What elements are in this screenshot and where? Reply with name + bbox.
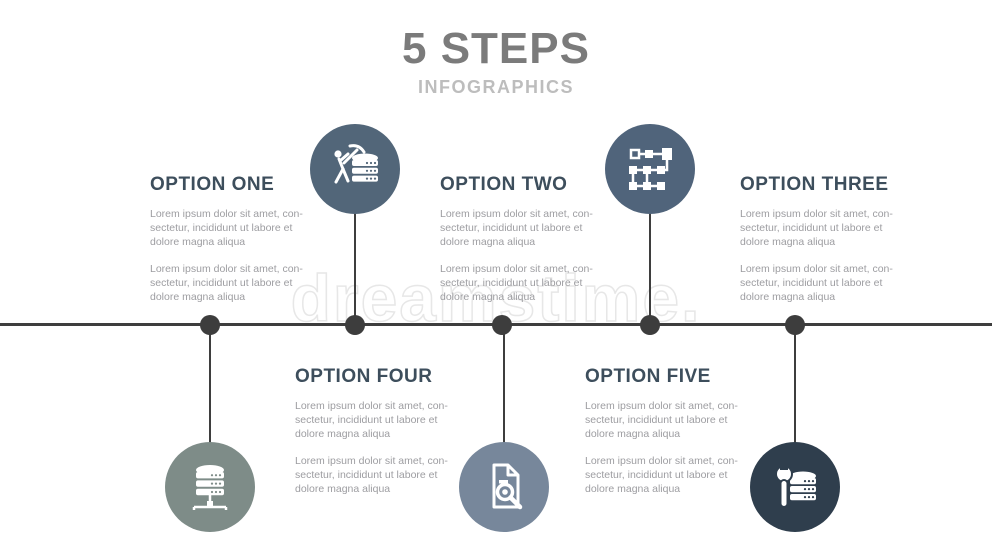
step-circle-4 — [459, 442, 549, 532]
connector-line — [209, 325, 211, 443]
database-maintenance-icon — [775, 462, 816, 508]
step-two-title: OPTION TWO — [440, 174, 568, 195]
step-four-paragraph-2: Lorem ipsum dolor sit amet, con- sectetu… — [295, 455, 448, 495]
step-block-two: OPTION TWO Lorem ipsum dolor sit amet, c… — [440, 174, 610, 317]
step-block-three: OPTION THREE Lorem ipsum dolor sit amet,… — [740, 174, 910, 317]
title-block: 5 STEPS INFOGRAPHICS — [0, 24, 992, 98]
page-title: 5 STEPS — [402, 24, 590, 73]
step-five-title: OPTION FIVE — [585, 366, 711, 387]
step-three-paragraph-2: Lorem ipsum dolor sit amet, con- sectetu… — [740, 263, 893, 303]
step-three-paragraph-1: Lorem ipsum dolor sit amet, con- sectetu… — [740, 208, 893, 248]
document-search-icon — [492, 463, 523, 510]
step-five-paragraph-2: Lorem ipsum dolor sit amet, con- sectetu… — [585, 455, 738, 495]
page-subtitle: INFOGRAPHICS — [417, 77, 574, 97]
step-block-five: OPTION FIVE Lorem ipsum dolor sit amet, … — [585, 366, 755, 509]
step-circle-5 — [750, 442, 840, 532]
step-circle-1 — [310, 124, 400, 214]
timeline-dot — [345, 315, 365, 335]
step-one-paragraph-1: Lorem ipsum dolor sit amet, con- sectetu… — [150, 208, 303, 248]
timeline-dot — [640, 315, 660, 335]
connector-line — [649, 212, 651, 325]
database-network-icon — [192, 465, 228, 510]
timeline-dot — [492, 315, 512, 335]
timeline-dot — [200, 315, 220, 335]
step-four-title: OPTION FOUR — [295, 366, 433, 387]
step-one-title: OPTION ONE — [150, 174, 275, 195]
step-block-four: OPTION FOUR Lorem ipsum dolor sit amet, … — [295, 366, 465, 509]
step-block-one: OPTION ONE Lorem ipsum dolor sit amet, c… — [150, 174, 320, 317]
connector-line — [354, 212, 356, 325]
structured-data-icon — [629, 148, 672, 190]
step-four-paragraph-1: Lorem ipsum dolor sit amet, con- sectetu… — [295, 400, 448, 440]
data-mining-icon — [334, 144, 378, 184]
step-circle-2 — [605, 124, 695, 214]
connector-line — [503, 325, 505, 443]
step-two-paragraph-2: Lorem ipsum dolor sit amet, con- sectetu… — [440, 263, 593, 303]
timeline-dot — [785, 315, 805, 335]
step-five-paragraph-1: Lorem ipsum dolor sit amet, con- sectetu… — [585, 400, 738, 440]
step-two-paragraph-1: Lorem ipsum dolor sit amet, con- sectetu… — [440, 208, 593, 248]
step-one-paragraph-2: Lorem ipsum dolor sit amet, con- sectetu… — [150, 263, 303, 303]
step-circle-3 — [165, 442, 255, 532]
connector-line — [794, 325, 796, 443]
step-three-title: OPTION THREE — [740, 174, 889, 195]
